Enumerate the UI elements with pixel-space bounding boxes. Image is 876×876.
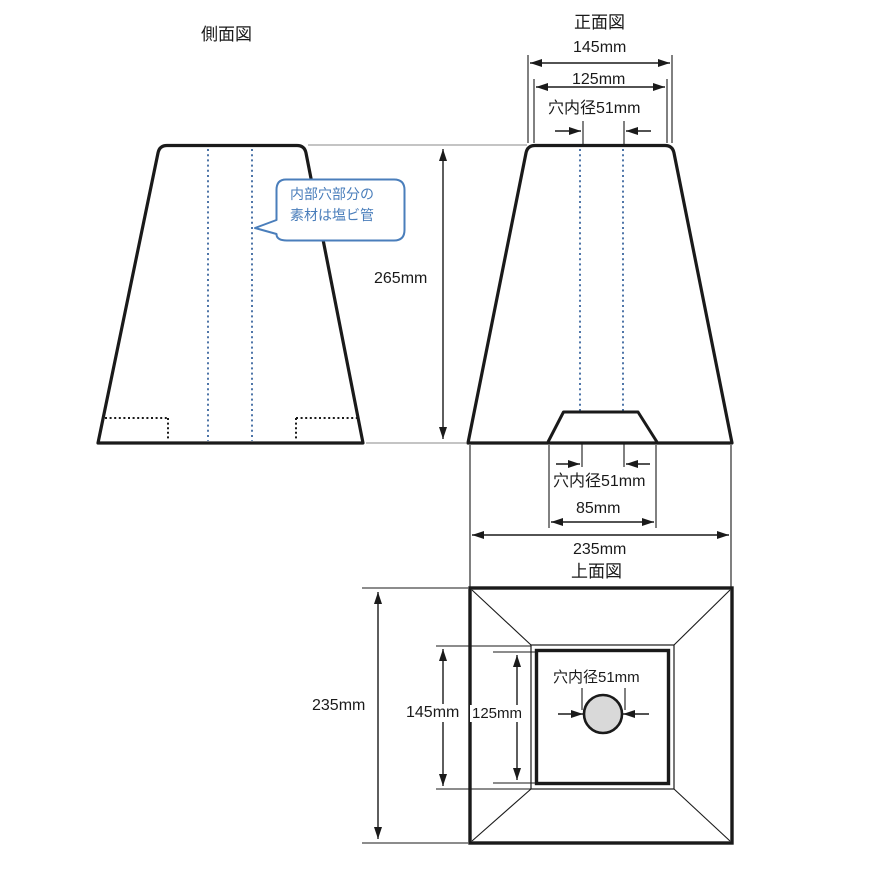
front-view-title: 正面図 <box>574 13 625 32</box>
side-view-pipe-hidden-lines <box>207 149 253 441</box>
front-bottom-dimension-arrows <box>472 460 729 539</box>
callout-bubble <box>254 178 406 242</box>
top-view-title: 上面図 <box>571 562 622 581</box>
top-view-hole-circle <box>582 693 624 735</box>
front-dim-125mm: 125mm <box>572 71 626 88</box>
side-view-notch-hidden-lines <box>105 417 359 441</box>
front-view-pipe-hidden-lines <box>579 149 624 411</box>
front-dim-hole-top: 穴内径51mm <box>548 100 641 117</box>
front-view-tunnel-notch <box>546 410 659 443</box>
front-view-outline <box>466 143 734 445</box>
top-dim-hole: 穴内径51mm <box>553 669 640 686</box>
front-dim-85mm: 85mm <box>576 500 621 517</box>
front-top-extension-lines <box>527 55 673 147</box>
callout-text-line1: 内部穴部分の <box>290 186 374 202</box>
front-dim-145mm: 145mm <box>573 39 627 56</box>
front-top-dimension-arrows <box>530 59 670 135</box>
front-dim-235mm: 235mm <box>573 541 627 558</box>
top-dim-125mm: 125mm <box>470 705 525 723</box>
top-dim-235mm: 235mm <box>312 697 366 714</box>
projection-lines <box>308 144 527 444</box>
top-view-diagonal-edges <box>471 589 731 842</box>
top-dim-145mm: 145mm <box>404 704 462 723</box>
front-dim-height-265mm: 265mm <box>374 270 428 287</box>
side-view-title: 側面図 <box>201 25 252 44</box>
front-bottom-extension-lines <box>469 444 732 587</box>
front-dim-hole-bottom: 穴内径51mm <box>553 473 646 490</box>
top-view-hole-leader-lines <box>581 688 626 710</box>
top-view-extension-lines <box>362 587 537 844</box>
callout-text-line2: 素材は塩ビ管 <box>290 207 374 223</box>
